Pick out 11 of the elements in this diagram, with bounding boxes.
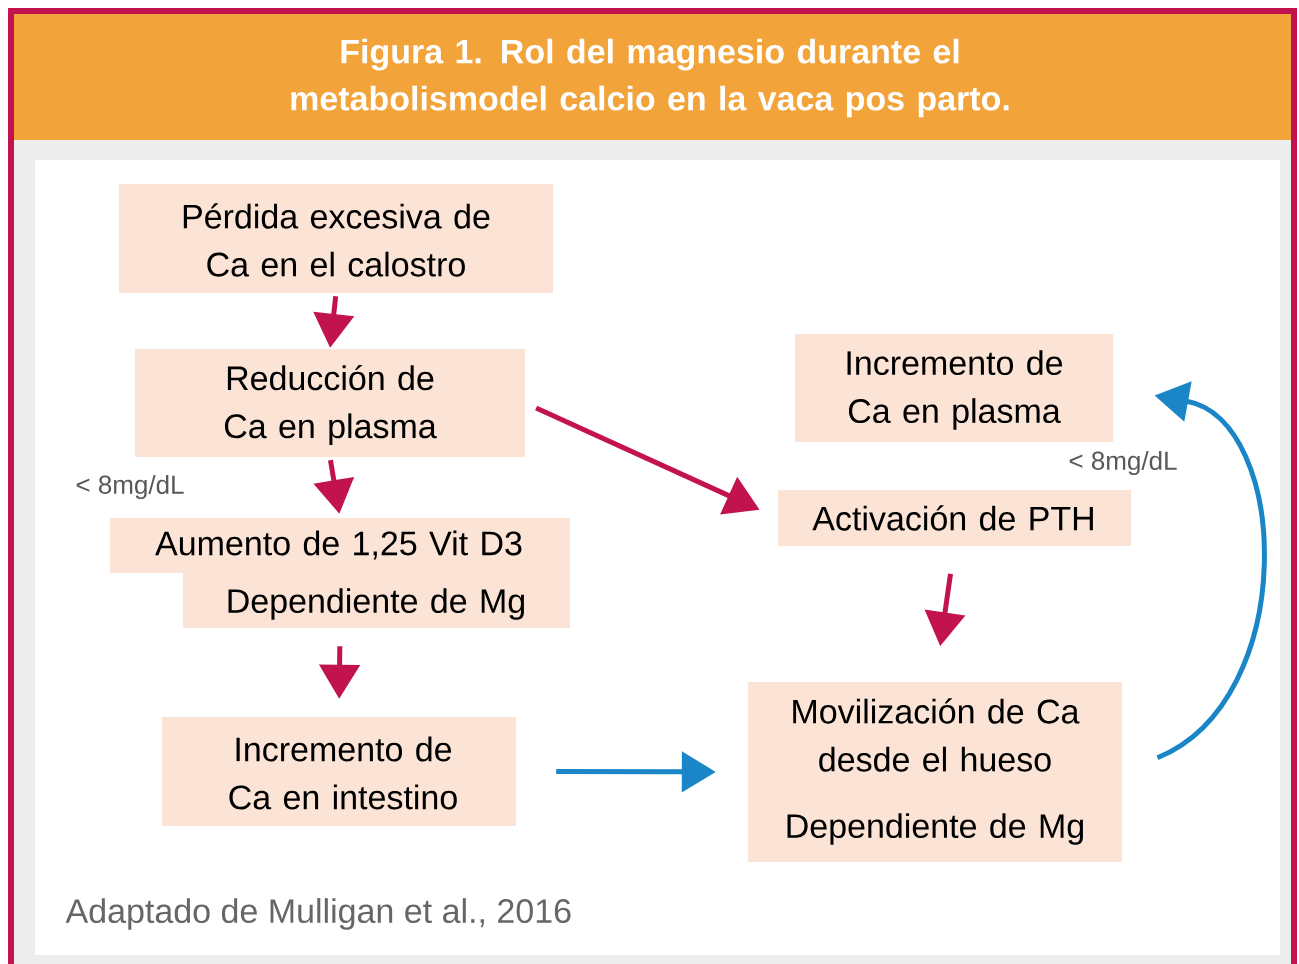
- source-caption: Adaptado de Mulligan et al., 2016: [65, 898, 571, 930]
- process-box: Pérdida excesiva de Ca en el calostro: [119, 184, 553, 293]
- threshold-label: < 8mg/dL: [1069, 450, 1177, 476]
- title-banner: Figura 1. Rol del magnesio durante el metabolismodel calcio en la vaca pos parto.: [14, 14, 1291, 140]
- process-box: Incremento de Ca en plasma: [795, 334, 1113, 442]
- process-box: Aumento de 1,25 Vit D3 Dependiente de Mg: [110, 518, 570, 628]
- process-box: Activación de PTH: [778, 490, 1131, 546]
- process-box: Reducción de Ca en plasma: [135, 349, 525, 457]
- process-box: Incremento de Ca en intestino: [162, 717, 516, 826]
- threshold-label: < 8mg/dL: [76, 474, 184, 500]
- process-box: Movilización de Ca desde el hueso Dependiente de Mg: [748, 682, 1122, 862]
